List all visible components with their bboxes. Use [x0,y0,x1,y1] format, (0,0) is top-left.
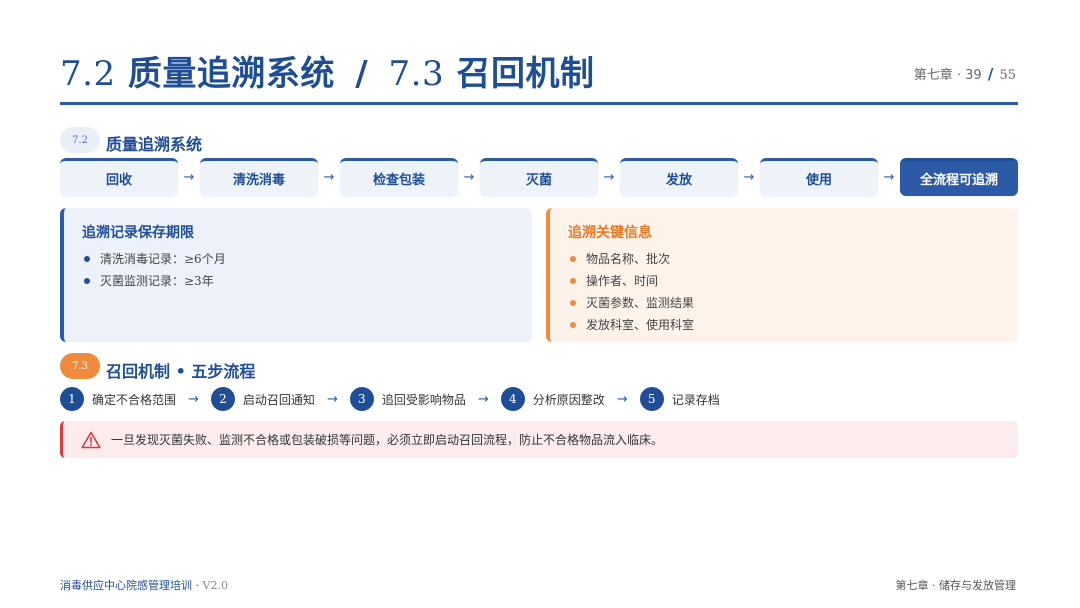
title-text-2: 召回机制 [456,54,595,94]
key-info-list: 物品名称、批次 操作者、时间 灭菌参数、监测结果 发放科室、使用科室 [568,248,1000,336]
step-number-badge: 5 [639,387,664,411]
recall-steps: 1 确定不合格范围 → 2 启动召回通知 → 3 追回受影响物品 → 4 分析原… [60,386,720,412]
step-arrow-icon: → [326,391,338,407]
step-label: 启动召回通知 [242,392,315,407]
step-label: 追回受影响物品 [381,392,466,407]
page-chapter-current: 第七章 · 39 [913,68,982,83]
step-number-badge: 1 [60,387,84,411]
warning-text: 一旦发现灭菌失败、监测不合格或包装破损等问题，必须立即启动召回流程，防止不合格物… [111,433,664,447]
flow-arrow-icon: → [743,169,755,185]
flow-arrow-icon: → [883,169,895,185]
list-item: 清洗消毒记录：≥6个月 [82,248,514,270]
list-item: 灭菌监测记录：≥3年 [82,270,514,292]
recall-step-5: 5 记录存档 [639,386,720,412]
warning-banner: 一旦发现灭菌失败、监测不合格或包装破损等问题，必须立即启动召回流程，防止不合格物… [60,421,1018,458]
title-slash: / [355,54,369,94]
title-section-number-1: 7.2 [60,54,116,94]
retention-card: 追溯记录保存期限 清洗消毒记录：≥6个月 灭菌监测记录：≥3年 [60,208,532,342]
header-divider [60,102,1018,105]
trace-flow: 回收 → 清洗消毒 → 检查包装 → 灭菌 → 发放 → 使用 → 全流程可追溯 [60,158,1018,196]
list-item: 操作者、时间 [568,270,1000,292]
step-arrow-icon: → [188,391,199,407]
step-arrow-icon: → [477,391,489,407]
recall-step-2: 2 启动召回通知 [210,386,315,412]
footer-version: V2.0 [202,579,228,592]
section-badge-7-3: 7.3 [60,353,100,379]
list-item: 灭菌参数、监测结果 [568,292,1000,314]
footer-left: 消毒供应中心院感管理培训 · V2.0 [60,577,228,593]
flow-step-inspect-pack: 检查包装 [340,158,458,196]
list-item: 发放科室、使用科室 [568,314,1000,336]
flow-arrow-icon: → [463,169,475,185]
flow-step-recycle: 回收 [60,158,178,196]
flow-step-sterilize: 灭菌 [480,158,598,196]
title-text-1: 质量追溯系统 [127,54,335,94]
footer-course-name: 消毒供应中心院感管理培训 · [60,579,203,592]
section-badge-7-2: 7.2 [60,127,100,153]
key-info-card-title: 追溯关键信息 [568,225,652,241]
flow-step-clean: 清洗消毒 [200,158,318,196]
page-separator: / [987,65,994,83]
section-title-trace: 质量追溯系统 [106,135,203,154]
flow-step-use: 使用 [760,158,878,196]
page-title: 7.2 质量追溯系统 / 7.3 召回机制 [60,46,594,95]
step-arrow-icon: → [616,391,628,407]
recall-step-1: 1 确定不合格范围 [60,386,176,412]
flow-step-traceable: 全流程可追溯 [900,158,1018,196]
list-item: 物品名称、批次 [568,248,1000,270]
flow-step-dispense: 发放 [620,158,738,196]
section-title-recall: 召回机制 • 五步流程 [106,362,256,381]
flow-arrow-icon: → [183,169,195,185]
footer-right: 第七章 · 储存与发放管理 [895,579,1017,592]
retention-list: 清洗消毒记录：≥6个月 灭菌监测记录：≥3年 [82,248,514,292]
step-label: 分析原因整改 [532,392,605,407]
title-section-number-2: 7.3 [388,54,445,94]
retention-card-title: 追溯记录保存期限 [82,225,194,241]
flow-arrow-icon: → [603,169,615,185]
step-number-badge: 3 [349,387,374,411]
step-number-badge: 2 [210,387,235,411]
warning-triangle-icon [81,431,101,448]
recall-step-4: 4 分析原因整改 [500,386,605,412]
step-label: 确定不合格范围 [92,392,177,407]
page-total: 55 [999,68,1016,83]
page-indicator: 第七章 · 39 / 55 [914,64,1016,83]
flow-arrow-icon: → [323,169,335,185]
recall-step-3: 3 追回受影响物品 [349,386,466,412]
key-info-card: 追溯关键信息 物品名称、批次 操作者、时间 灭菌参数、监测结果 发放科室、使用科… [546,208,1018,342]
step-number-badge: 4 [500,387,525,411]
step-label: 记录存档 [671,392,720,407]
